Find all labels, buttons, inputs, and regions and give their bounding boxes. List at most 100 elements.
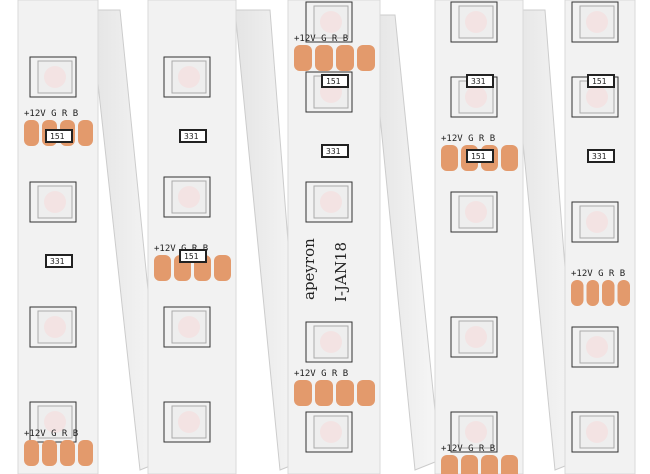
copper-pad — [294, 380, 312, 406]
led-outline — [29, 56, 77, 98]
copper-pad — [357, 380, 375, 406]
strip-body — [434, 0, 524, 474]
copper-pad — [24, 120, 39, 146]
copper-pad — [336, 380, 354, 406]
led-outline — [571, 1, 619, 43]
led-lens — [465, 201, 487, 223]
pad-label: +12V G R B — [294, 34, 348, 44]
copper-pad — [60, 440, 75, 466]
copper-pad — [501, 145, 518, 171]
copper-pad — [78, 120, 93, 146]
led-lens — [465, 421, 487, 443]
resistor-code: 331 — [184, 132, 199, 141]
led-lens — [586, 421, 608, 443]
strip-segment: +12V G R B +12V G R B 151 331 — [17, 0, 99, 474]
led-lens — [44, 316, 66, 338]
resistor-code: 331 — [326, 147, 341, 156]
resistor-code: 151 — [50, 132, 65, 141]
resistor-code: 331 — [50, 257, 65, 266]
resistor — [466, 74, 494, 88]
led-outline — [305, 411, 353, 453]
copper-pad — [501, 455, 518, 474]
led-lens — [465, 86, 487, 108]
led-outline — [163, 56, 211, 98]
led-outline — [571, 411, 619, 453]
strip-prints: apeyron I-JAN18 — [300, 238, 350, 302]
resistor — [466, 149, 494, 163]
led-outline — [163, 401, 211, 443]
led-lens — [178, 186, 200, 208]
resistor — [45, 129, 73, 143]
led-outline — [163, 176, 211, 218]
led-lens — [586, 336, 608, 358]
pad-label: +12V G R B — [294, 369, 348, 379]
led-lens — [44, 191, 66, 213]
led-lens — [586, 11, 608, 33]
copper-pad — [336, 45, 354, 71]
strip-segment: +12V G R B +12V G R B 151 331 — [287, 0, 381, 474]
led-outline — [305, 321, 353, 363]
resistor-code: 331 — [592, 152, 607, 161]
strip-segment: +12V G R B 151 331 — [564, 0, 636, 474]
resistor — [587, 74, 615, 88]
copper-pad — [357, 45, 375, 71]
led-lens — [320, 331, 342, 353]
resistor-code: 331 — [471, 77, 486, 86]
led-outline — [571, 326, 619, 368]
batch-print: I-JAN18 — [332, 242, 350, 302]
led-lens — [586, 211, 608, 233]
copper-pad — [571, 280, 584, 306]
led-outline — [29, 306, 77, 348]
pad-label: +12V G R B — [24, 109, 78, 119]
resistor-code: 151 — [184, 252, 199, 261]
resistor-code: 151 — [326, 77, 341, 86]
copper-pad — [461, 455, 478, 474]
copper-pad — [617, 280, 630, 306]
copper-pad — [315, 45, 333, 71]
copper-pad — [42, 440, 57, 466]
led-lens — [320, 11, 342, 33]
copper-pad — [481, 455, 498, 474]
pad-label: +12V G R B — [441, 134, 495, 144]
led-outline — [305, 181, 353, 223]
led-lens — [178, 316, 200, 338]
copper-pad — [586, 280, 599, 306]
led-lens — [465, 326, 487, 348]
led-outline — [29, 181, 77, 223]
resistor — [179, 249, 207, 263]
pad-label: +12V G R B — [441, 444, 495, 454]
strip-folds — [89, 9, 581, 471]
led-outline — [450, 316, 498, 358]
resistor-code: 151 — [592, 77, 607, 86]
led-lens — [44, 66, 66, 88]
resistor — [587, 149, 615, 163]
pad-label: +12V G R B — [24, 429, 78, 439]
resistor — [45, 254, 73, 268]
copper-pad — [441, 145, 458, 171]
led-outline — [305, 1, 353, 43]
copper-pad — [441, 455, 458, 474]
resistor — [321, 74, 349, 88]
brand-print: apeyron — [300, 238, 318, 300]
led-outline — [450, 1, 498, 43]
led-outline — [450, 191, 498, 233]
copper-pad — [24, 440, 39, 466]
led-outline — [305, 71, 353, 113]
resistor-code: 151 — [471, 152, 486, 161]
led-lens — [465, 11, 487, 33]
copper-pad — [154, 255, 171, 281]
led-outline — [571, 201, 619, 243]
resistor — [321, 144, 349, 158]
led-lens — [44, 411, 66, 433]
copper-pad — [315, 380, 333, 406]
copper-pad — [214, 255, 231, 281]
resistor — [179, 129, 207, 143]
pad-label: +12V G R B — [571, 269, 625, 279]
led-lens — [178, 66, 200, 88]
led-lens — [178, 411, 200, 433]
led-lens — [320, 421, 342, 443]
copper-pad — [602, 280, 615, 306]
led-outline — [163, 306, 211, 348]
